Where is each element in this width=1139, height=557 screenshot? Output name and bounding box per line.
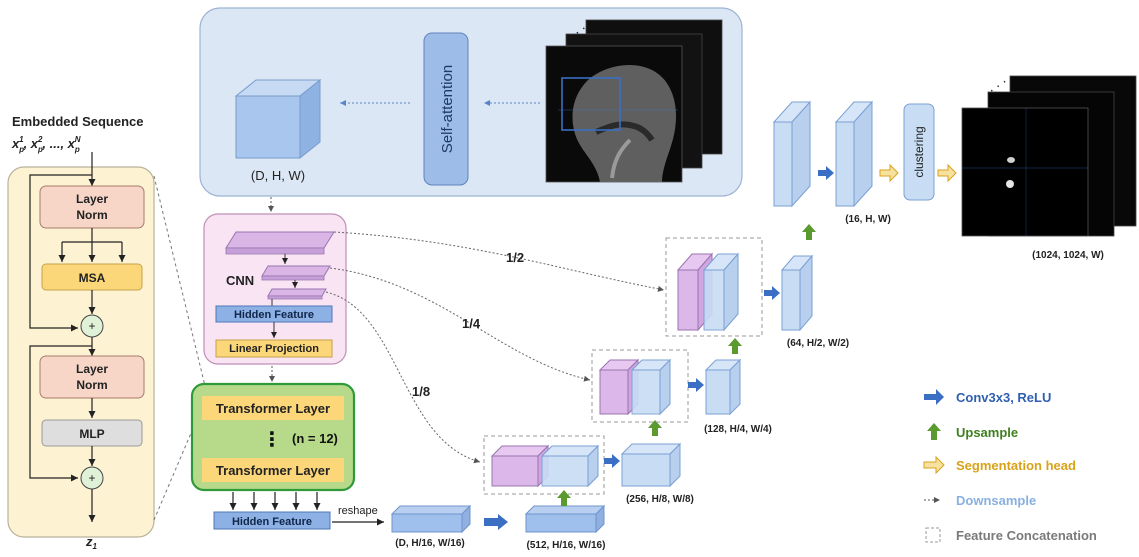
transformer-layer-top: [202, 396, 344, 420]
self-attention-label: Self-attention: [439, 65, 456, 153]
reshape-label: reshape: [338, 505, 378, 517]
cube-blue-quarter: [630, 358, 672, 416]
skip-quarter: [329, 267, 591, 382]
ratio-eighth: 1/8: [412, 384, 430, 399]
clustering-label: clustering: [912, 126, 926, 177]
mask-blob-2: [1006, 180, 1014, 188]
output-mask-stack: . . .: [961, 71, 1137, 237]
legend-upsample-icon: [927, 423, 941, 440]
upsample-arrow-eighth: [557, 490, 571, 506]
transformer-layer-bottom: [202, 458, 344, 482]
legend-conv-icon: [924, 389, 944, 405]
mlp-label: MLP: [79, 427, 104, 441]
bottom-hidden-feature-label: Hidden Feature: [232, 516, 312, 528]
output-stack-dots: . . .: [983, 71, 1008, 95]
linear-projection-label: Linear Projection: [229, 343, 319, 355]
conv-arrow-eighth: [604, 454, 620, 468]
zoom-line-top: [153, 175, 207, 391]
cnn-block: CNN Hidden Feature Linear Projection: [203, 213, 347, 365]
upsample-arrow-half: [728, 338, 742, 354]
upsample-arrow-full: [802, 224, 816, 240]
feat-128-label: (128, H/4, W/4): [704, 424, 772, 435]
transformer-layer-bottom-label: Transformer Layer: [216, 463, 330, 478]
feat-d-label: (D, H/16, W/16): [395, 538, 464, 549]
cube-purple-eighth: [490, 444, 550, 488]
volume-cube: [234, 78, 322, 160]
volume-label: (D, H, W): [251, 168, 305, 183]
feat-256-label: (256, H/8, W/8): [626, 494, 694, 505]
feature-bar-512: [524, 504, 606, 534]
ct-image-stack: . . .: [545, 17, 723, 183]
cube-16: [834, 100, 874, 208]
plus-1: +: [88, 319, 95, 333]
legend-seghead-icon: [923, 455, 945, 475]
conv-arrow-full: [818, 166, 834, 180]
cube-blue-half: [702, 252, 740, 332]
conv-arrow-quarter: [688, 378, 704, 392]
legend-concat-label: Feature Concatenation: [956, 528, 1097, 543]
seghead-arrow-1: [879, 163, 899, 183]
feat-16-label: (16, H, W): [845, 214, 891, 225]
cube-256: [620, 442, 682, 488]
legend-conv-label: Conv3x3, ReLU: [956, 390, 1051, 405]
attention-roi: [561, 77, 621, 131]
repeat-count: (n = 12): [292, 431, 338, 446]
legend: Conv3x3, ReLU Upsample Segmentation head…: [923, 389, 1097, 543]
ellipsis-vertical: ⋮: [262, 429, 282, 451]
seghead-arrow-2: [937, 163, 957, 183]
cube-tall-left: [772, 100, 812, 208]
layer-norm-2-label-2: Norm: [76, 378, 107, 392]
legend-seghead-label: Segmentation head: [956, 458, 1076, 473]
layer-norm-2-label: Layer: [76, 362, 108, 376]
legend-downsample-label: Downsample: [956, 493, 1036, 508]
feat-64-label: (64, H/2, W/2): [787, 338, 849, 349]
skip-eighth: [325, 291, 481, 464]
self-attention-panel: (D, H, W) Self-attention . . .: [199, 7, 743, 197]
feature-bar-d: [390, 504, 472, 534]
linear-projection-box: [215, 339, 333, 358]
cube-blue-eighth: [540, 444, 600, 488]
layer-norm-1-label: Layer: [76, 192, 108, 206]
encoder-block: Embedded Sequence xp1, xp2, ..., xpN Lay…: [7, 114, 155, 551]
embedded-sequence-title: Embedded Sequence: [12, 114, 143, 129]
ratio-quarter: 1/4: [462, 316, 481, 331]
plus-2: +: [88, 471, 95, 485]
legend-upsample-label: Upsample: [956, 425, 1018, 440]
clustering-box: [903, 103, 935, 201]
msa-label: MSA: [79, 271, 106, 285]
layer-norm-1-label-2: Norm: [76, 208, 107, 222]
legend-concat-icon: [925, 527, 941, 543]
bottom-hidden-feature: [213, 511, 331, 530]
ratio-half: 1/2: [506, 250, 524, 265]
cnn-hidden-feature-label: Hidden Feature: [234, 309, 314, 321]
sequence-formula: xp1, xp2, ..., xpN: [11, 135, 81, 154]
concat-box-half: [665, 237, 763, 337]
transformer-block: Transformer Layer ⋮ (n = 12) Transformer…: [190, 382, 356, 492]
skip-half: [333, 231, 665, 292]
cube-128: [704, 358, 742, 416]
self-attention-box: [423, 32, 469, 186]
transformer-output-arrows: [229, 492, 321, 510]
concat-box-eighth: [483, 435, 605, 495]
mask-blob-1: [1007, 157, 1015, 163]
upsample-arrow-quarter: [648, 420, 662, 436]
feat-512-label: (512, H/16, W/16): [527, 540, 606, 551]
conv-arrow-half: [764, 286, 780, 300]
output-label: (1024, 1024, W): [1032, 250, 1104, 261]
cube-64: [780, 254, 814, 332]
conv-arrow-bottom: [484, 514, 508, 530]
cnn-label: CNN: [226, 273, 254, 288]
transformer-layer-top-label: Transformer Layer: [216, 401, 330, 416]
